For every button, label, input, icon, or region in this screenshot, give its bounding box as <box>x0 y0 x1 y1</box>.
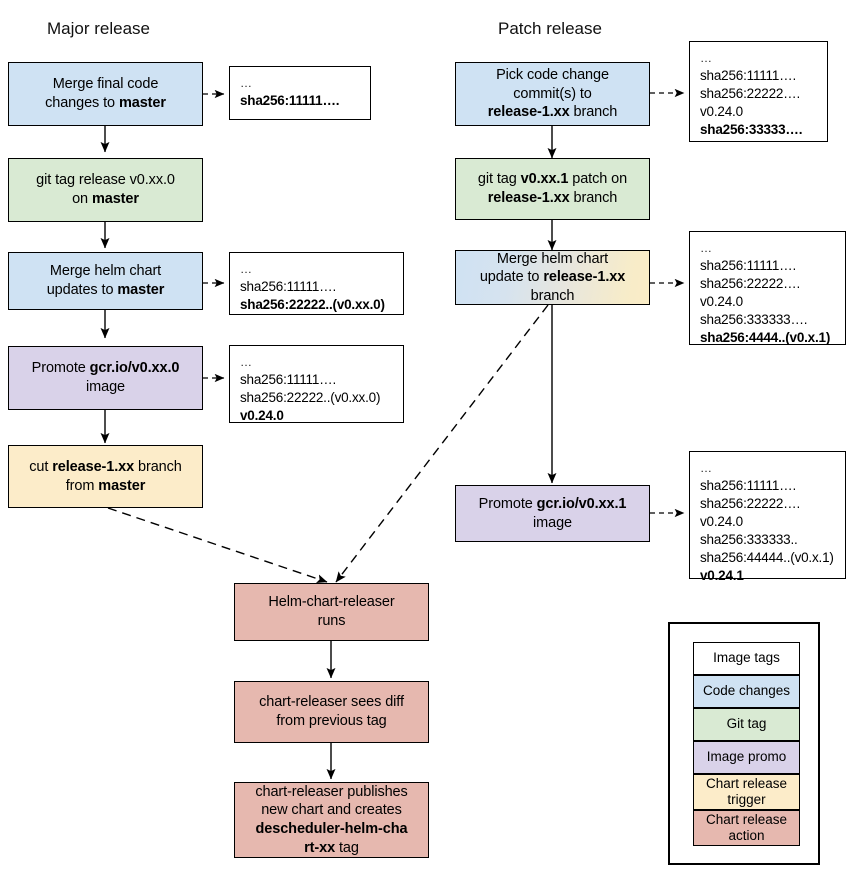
note-line: sha256:4444..(v0.x.1) <box>700 329 831 345</box>
note-major-3: … sha256:11111…. sha256:22222..(v0.xx.0) v0… <box>229 345 404 423</box>
note-line: … <box>240 76 253 90</box>
note-line: sha256:11111…. <box>240 278 337 294</box>
legend-item-image-promo: Image promo <box>693 741 800 774</box>
legend-label: Image tags <box>713 650 780 666</box>
note-line: v0.24.0 <box>700 103 743 119</box>
legend-item-chart-release-trigger: Chart release trigger <box>693 774 800 810</box>
legend-item-chart-release-action: Chart release action <box>693 810 800 846</box>
note-line: sha256:22222..(v0.xx.0) <box>240 389 381 405</box>
note-line: sha256:333333…. <box>700 311 808 327</box>
note-line: sha256:44444..(v0.x.1) <box>700 549 834 565</box>
legend-item-code-changes: Code changes <box>693 675 800 708</box>
note-line: … <box>700 241 713 255</box>
note-line: sha256:333333.. <box>700 531 798 547</box>
note-line: sha256:33333…. <box>700 121 803 137</box>
note-line: v0.24.0 <box>240 407 284 423</box>
note-patch-1: … sha256:11111…. sha256:22222…. v0.24.0 sha2… <box>689 41 828 142</box>
legend-panel: Image tags Code changes Git tag Image pr… <box>668 622 820 865</box>
legend-label: Chart release trigger <box>705 775 788 807</box>
note-line: sha256:22222…. <box>700 85 801 101</box>
legend-item-git-tag: Git tag <box>693 708 800 741</box>
note-line: … <box>240 355 253 369</box>
note-line: v0.24.0 <box>700 293 743 309</box>
note-line: sha256:11111…. <box>700 67 797 83</box>
note-patch-3: … sha256:11111…. sha256:22222…. v0.24.0 sha2… <box>689 451 846 583</box>
note-line: v0.24.0 <box>700 513 743 529</box>
legend-label: Chart release action <box>705 811 788 843</box>
patch-release-title: Patch release <box>498 19 602 38</box>
legend-item-image-tags: Image tags <box>693 642 800 675</box>
legend-label: Code changes <box>702 683 791 699</box>
note-line: sha256:11111…. <box>700 257 797 273</box>
note-patch-2: … sha256:11111…. sha256:22222…. v0.24.0 sha2… <box>689 231 846 345</box>
note-line: … <box>240 262 253 276</box>
note-line: sha256:11111…. <box>700 477 797 493</box>
note-line: … <box>700 461 713 475</box>
edge-cutbranch-to-releaser <box>107 507 328 584</box>
note-major-2: … sha256:11111…. sha256:22222..(v0.xx.0) <box>229 252 404 315</box>
note-line: sha256:22222…. <box>700 275 801 291</box>
major-release-title: Major release <box>47 19 150 38</box>
note-line: sha256:11111…. <box>240 371 337 387</box>
note-line: sha256:22222..(v0.xx.0) <box>240 296 385 312</box>
legend-label: Git tag <box>726 716 767 732</box>
note-line: … <box>700 51 713 65</box>
note-line: v0.24.1 <box>700 567 744 583</box>
note-major-1: … sha256:11111…. <box>229 66 371 120</box>
legend-label: Image promo <box>706 749 787 765</box>
note-line: sha256:11111…. <box>240 92 340 108</box>
note-line: sha256:22222…. <box>700 495 801 511</box>
